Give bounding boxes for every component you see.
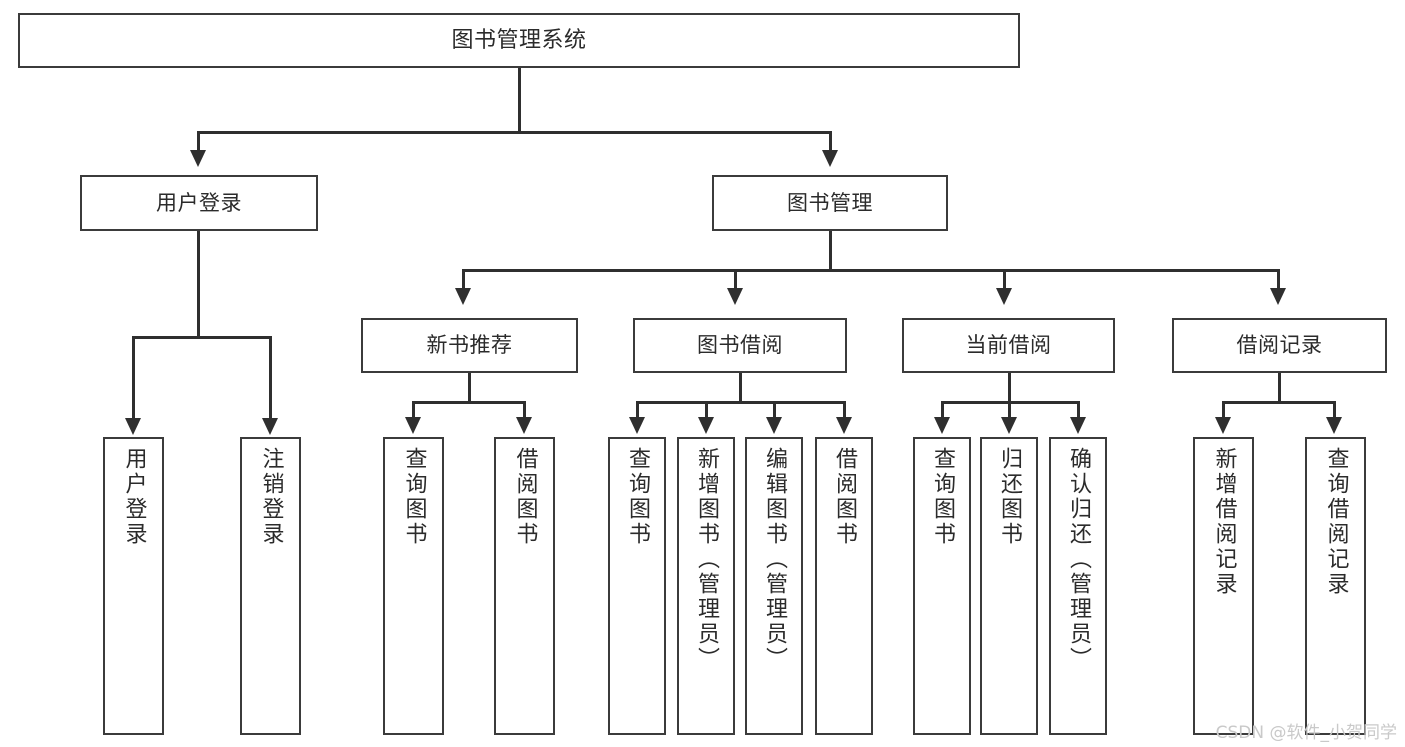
connector-level3-drop-4 xyxy=(1277,269,1280,291)
arrow-recommend-2 xyxy=(516,417,532,434)
connector-recommend-drop-2 xyxy=(523,401,526,419)
leaf-borrow-add-book-admin[interactable]: 新增图书（管理员） xyxy=(677,437,735,735)
connector-recommend-stem xyxy=(468,373,471,402)
node-label: 当前借阅 xyxy=(965,333,1052,358)
connector-record-stem xyxy=(1278,373,1281,402)
connector-current-bus xyxy=(942,401,1079,404)
node-label: 图书管理 xyxy=(787,190,873,215)
leaf-recommend-query-book[interactable]: 查询图书 xyxy=(383,437,444,735)
arrow-recommend-1 xyxy=(405,417,421,434)
node-borrow-record[interactable]: 借阅记录 xyxy=(1172,318,1387,373)
connector-level2-drop-1 xyxy=(197,131,200,153)
connector-book-management-stem xyxy=(829,231,832,271)
arrow-level2-1 xyxy=(190,150,206,167)
node-root-system[interactable]: 图书管理系统 xyxy=(18,13,1020,68)
connector-user-login-bus xyxy=(133,336,271,339)
node-label: 查询图书 xyxy=(401,447,427,547)
arrow-level3-2 xyxy=(727,288,743,305)
connector-borrow-bus xyxy=(637,401,845,404)
node-book-management[interactable]: 图书管理 xyxy=(712,175,948,231)
arrow-user-login-1 xyxy=(125,418,141,435)
connector-record-drop-2 xyxy=(1333,401,1336,419)
node-label: 查询借阅记录 xyxy=(1323,447,1349,597)
connector-level3-drop-1 xyxy=(462,269,465,291)
connector-current-drop-3 xyxy=(1077,401,1080,419)
arrow-level2-2 xyxy=(822,150,838,167)
arrow-record-2 xyxy=(1326,417,1342,434)
arrow-user-login-2 xyxy=(262,418,278,435)
connector-level3-bus xyxy=(463,269,1279,272)
node-label: 新增借阅记录 xyxy=(1211,447,1237,597)
leaf-borrow-query-book[interactable]: 查询图书 xyxy=(608,437,666,735)
leaf-current-query-book[interactable]: 查询图书 xyxy=(913,437,971,735)
arrow-current-1 xyxy=(934,417,950,434)
connector-recommend-drop-1 xyxy=(412,401,415,419)
arrow-record-1 xyxy=(1215,417,1231,434)
connector-borrow-drop-2 xyxy=(705,401,708,419)
node-label: 用户登录 xyxy=(156,190,242,215)
node-book-borrow[interactable]: 图书借阅 xyxy=(633,318,847,373)
node-label: 用户登录 xyxy=(121,447,147,547)
node-label: 确认归还（管理员） xyxy=(1066,447,1091,672)
connector-current-stem xyxy=(1008,373,1011,402)
leaf-user-login-logout[interactable]: 注销登录 xyxy=(240,437,301,735)
node-label: 图书管理系统 xyxy=(451,27,587,53)
node-label: 编辑图书（管理员） xyxy=(762,447,787,672)
node-label: 归还图书 xyxy=(997,447,1022,547)
arrow-level3-1 xyxy=(455,288,471,305)
node-label: 查询图书 xyxy=(930,447,955,547)
arrow-borrow-2 xyxy=(698,417,714,434)
leaf-borrow-edit-book-admin[interactable]: 编辑图书（管理员） xyxy=(745,437,803,735)
node-user-login[interactable]: 用户登录 xyxy=(80,175,318,231)
connector-user-login-stem xyxy=(197,231,200,337)
connector-level2-drop-2 xyxy=(829,131,832,153)
node-label: 图书借阅 xyxy=(697,333,783,358)
leaf-recommend-borrow-book[interactable]: 借阅图书 xyxy=(494,437,555,735)
connector-user-login-drop-2 xyxy=(269,336,272,420)
connector-current-drop-2 xyxy=(1008,401,1011,419)
connector-record-bus xyxy=(1223,401,1335,404)
node-label: 新增图书（管理员） xyxy=(694,447,719,672)
connector-level2-bus xyxy=(198,131,832,134)
connector-current-drop-1 xyxy=(941,401,944,419)
connector-record-drop-1 xyxy=(1222,401,1225,419)
node-label: 借阅记录 xyxy=(1236,333,1323,358)
connector-level3-drop-3 xyxy=(1003,269,1006,291)
leaf-borrow-borrow-book[interactable]: 借阅图书 xyxy=(815,437,873,735)
leaf-user-login-login[interactable]: 用户登录 xyxy=(103,437,164,735)
arrow-borrow-3 xyxy=(766,417,782,434)
arrow-borrow-4 xyxy=(836,417,852,434)
arrow-current-2 xyxy=(1001,417,1017,434)
leaf-current-return-book[interactable]: 归还图书 xyxy=(980,437,1038,735)
arrow-current-3 xyxy=(1070,417,1086,434)
node-label: 注销登录 xyxy=(258,447,284,547)
connector-level3-drop-2 xyxy=(734,269,737,291)
connector-user-login-drop-1 xyxy=(132,336,135,420)
connector-recommend-bus xyxy=(413,401,525,404)
arrow-level3-4 xyxy=(1270,288,1286,305)
connector-root-stem xyxy=(518,68,521,132)
leaf-record-add-record[interactable]: 新增借阅记录 xyxy=(1193,437,1254,735)
node-label: 查询图书 xyxy=(625,447,650,547)
connector-borrow-drop-4 xyxy=(843,401,846,419)
node-current-borrow[interactable]: 当前借阅 xyxy=(902,318,1115,373)
node-label: 借阅图书 xyxy=(512,447,538,547)
connector-borrow-stem xyxy=(739,373,742,402)
node-label: 借阅图书 xyxy=(832,447,857,547)
connector-borrow-drop-3 xyxy=(773,401,776,419)
arrow-level3-3 xyxy=(996,288,1012,305)
leaf-record-query-record[interactable]: 查询借阅记录 xyxy=(1305,437,1366,735)
connector-borrow-drop-1 xyxy=(636,401,639,419)
node-label: 新书推荐 xyxy=(426,333,513,358)
node-new-book-recommend[interactable]: 新书推荐 xyxy=(361,318,578,373)
arrow-borrow-1 xyxy=(629,417,645,434)
leaf-current-confirm-return-admin[interactable]: 确认归还（管理员） xyxy=(1049,437,1107,735)
